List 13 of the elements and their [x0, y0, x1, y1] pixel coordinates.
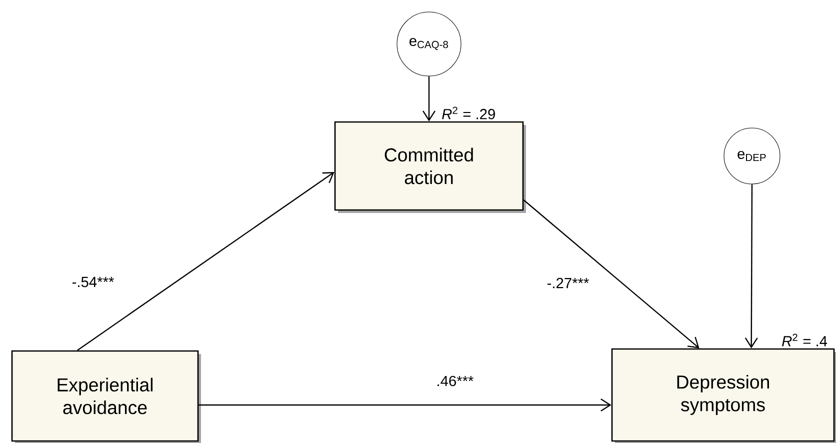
r-squared-label: R$^{2}$ = .29	[442, 106, 495, 120]
path-coefficient: -.54***	[70, 276, 116, 288]
r-squared-label: R$^{2}$ = .4	[782, 334, 828, 346]
variable-box: Experiential avoidance	[11, 350, 201, 443]
variable-box: Depression symptoms	[611, 348, 836, 443]
arrow	[422, 76, 436, 122]
variable-box: Committed action	[334, 121, 526, 213]
arrow	[77, 172, 334, 351]
path-coefficient: .46***	[434, 374, 476, 388]
arrow	[523, 200, 700, 348]
arrow	[198, 398, 612, 412]
arrow	[744, 184, 758, 348]
path-coefficient: -.27***	[545, 276, 591, 290]
